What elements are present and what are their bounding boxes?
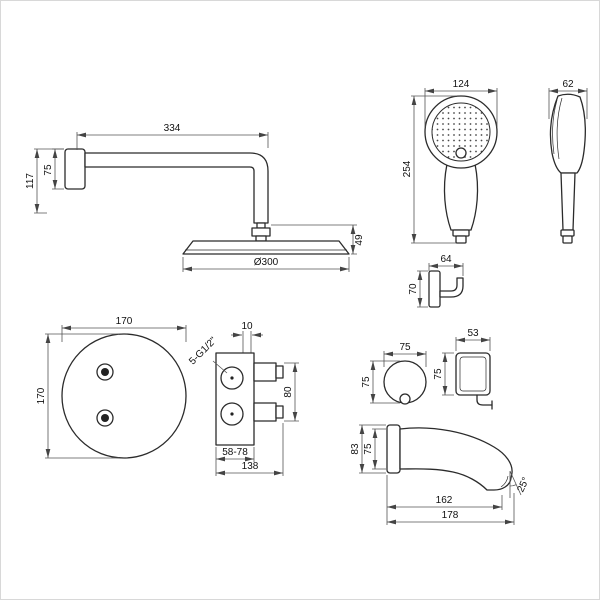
- face-curve-1: [552, 99, 558, 155]
- shower-arm-view: 334 75 117 49 Ø300: [25, 123, 365, 272]
- dim-label: 49: [354, 234, 365, 246]
- dim-outlet-depth: 53: [455, 328, 491, 351]
- outlet-plate-side: [455, 352, 491, 396]
- dim-label: 62: [562, 79, 574, 90]
- dim-port-spacing: 80: [283, 362, 299, 422]
- valve-port-bottom-center: [230, 412, 234, 416]
- dim-outlet-height: 75: [361, 360, 400, 404]
- dim-arm-length: 334: [76, 123, 269, 150]
- dim-spout-total-length: 178: [387, 493, 515, 525]
- dim-label: 83: [350, 443, 361, 455]
- dim-label: 334: [164, 123, 181, 134]
- wall-outlet-side-view: 53 75: [433, 328, 493, 410]
- dim-outlet-side-height: 75: [433, 352, 454, 396]
- dim-label: 162: [436, 495, 453, 506]
- dim-plate-height: 170: [36, 333, 119, 459]
- head-profile: [549, 93, 586, 174]
- plate-edge-lines: [242, 331, 252, 353]
- dim-label: 75: [361, 376, 372, 388]
- dim-total-height: 117: [25, 148, 64, 214]
- spray-face: [431, 102, 491, 162]
- dim-label: 80: [283, 386, 294, 398]
- hand-shower-side-view: 62: [548, 79, 588, 244]
- dim-head-height: 49: [271, 224, 365, 255]
- valve-port-top-center: [230, 376, 234, 380]
- control-button-top-dot: [101, 368, 109, 376]
- dim-label: 170: [116, 316, 133, 327]
- wall-flange: [64, 148, 86, 190]
- dim-label: 75: [363, 443, 374, 455]
- outlet-stub-bottom: [253, 402, 277, 422]
- handset-holder-view: 64 70: [408, 254, 464, 308]
- angle-reference-lines: [509, 470, 522, 498]
- holder-hook: [439, 277, 464, 298]
- dim-label: Ø300: [254, 257, 279, 268]
- handle-profile: [560, 172, 576, 231]
- head-connector-bottom: [255, 235, 267, 242]
- dim-label: 53: [467, 328, 479, 339]
- dim-angle-label: 25°: [516, 476, 532, 494]
- trim-plate-view: 170 170: [36, 316, 187, 459]
- handle-end: [560, 229, 575, 237]
- control-button-bottom-dot: [101, 414, 109, 422]
- overhead-shower-head: [182, 240, 350, 255]
- outlet-elbow: [476, 394, 493, 406]
- dim-spout-flange-height: 83: [350, 424, 386, 474]
- angle-arc: [509, 484, 517, 487]
- mode-button: [455, 147, 467, 159]
- dim-head-diameter: Ø300: [182, 257, 350, 272]
- dim-flange-height: 75: [43, 148, 64, 190]
- dim-label: 124: [453, 79, 470, 90]
- dim-label: 254: [402, 160, 413, 177]
- handle-end: [452, 229, 470, 237]
- dim-valve-width: 138: [216, 423, 284, 476]
- thread-leader-line: [212, 360, 228, 374]
- hand-shower-front-view: 124 254: [402, 79, 498, 244]
- outlet-stub-top: [253, 362, 277, 382]
- dim-label: 138: [242, 461, 259, 472]
- head-ball-joint: [251, 227, 271, 237]
- dim-plate-width: 170: [61, 316, 187, 342]
- dim-label: 58-78: [222, 447, 248, 458]
- dim-handshower-width: 124: [424, 79, 498, 127]
- dim-label: 117: [25, 173, 36, 189]
- outlet-cap-bottom: [275, 405, 284, 419]
- outlet-plate-inner: [459, 356, 487, 392]
- dim-label: 70: [408, 283, 419, 295]
- handle: [443, 163, 479, 231]
- hose-nut: [455, 235, 467, 244]
- outlet-cap-top: [275, 365, 284, 379]
- dim-label: 75: [433, 368, 444, 380]
- face-curve-2: [556, 97, 563, 160]
- dim-label: 64: [440, 254, 452, 265]
- tub-spout-view: 25° 83 75 162 178: [350, 424, 532, 525]
- dim-spout-body-height: 75: [363, 428, 386, 470]
- dim-label: 178: [442, 510, 459, 521]
- trim-plate: [61, 333, 187, 459]
- spout-body: [399, 427, 513, 491]
- hose-nut: [562, 235, 573, 244]
- dim-outlet-width: 75: [383, 342, 427, 367]
- holder-wall-plate: [428, 270, 441, 308]
- dim-holder-height: 70: [408, 270, 428, 308]
- outlet-nipple: [399, 393, 411, 405]
- dim-label: 75: [399, 342, 411, 353]
- dim-handshower-depth: 62: [548, 79, 588, 119]
- spout-wall-flange: [386, 424, 401, 474]
- dim-handshower-height: 254: [402, 95, 456, 244]
- dim-plate-offset: 10: [231, 321, 263, 338]
- dim-label: 170: [36, 387, 47, 404]
- shower-arm: [84, 152, 269, 224]
- dim-holder-width: 64: [428, 254, 464, 276]
- spout-tip-line: [500, 475, 509, 488]
- dim-label: 10: [241, 321, 253, 332]
- dim-spout-length: 162: [386, 475, 503, 525]
- dim-label: 75: [43, 164, 54, 176]
- head-connector-top: [256, 222, 266, 229]
- valve-body-view: 5-G1/2" 10 80 58-78 138: [187, 321, 299, 476]
- wall-outlet-front-view: 75 75: [361, 342, 427, 405]
